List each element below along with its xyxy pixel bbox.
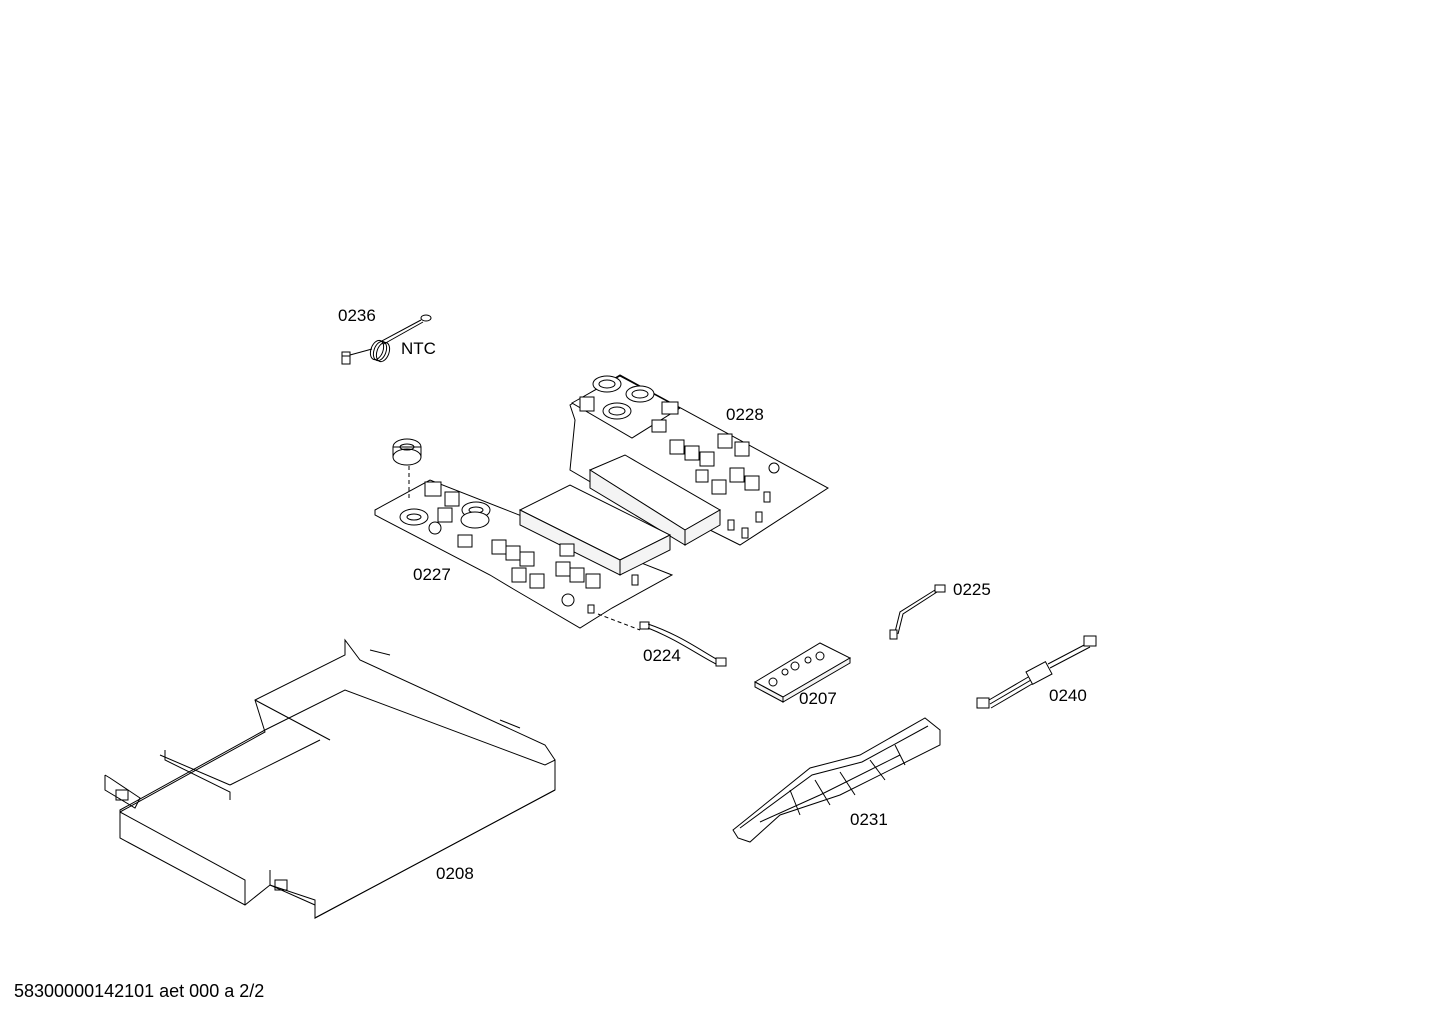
part-number-0231: 0231 [850,810,888,829]
part-number-0224: 0224 [643,646,681,665]
tray-0208[interactable] [104,638,556,919]
control-board-0207[interactable] [753,642,852,703]
ntc-label: NTC [401,339,436,358]
part-number-0208: 0208 [436,864,474,883]
part-number-0236: 0236 [338,306,376,325]
ntc-sensor-part[interactable] [341,314,432,365]
power-board-0228[interactable] [569,374,829,546]
part-number-0227: 0227 [413,565,451,584]
part-number-0240: 0240 [1049,686,1087,705]
document-id: 58300000142101 aet 000 a 2/2 [14,981,265,1001]
part-number-0228: 0228 [726,405,764,424]
bracket-0231[interactable] [732,717,941,843]
cable-0225[interactable] [889,584,946,640]
wire-harness-0240[interactable] [976,635,1097,709]
part-number-0207: 0207 [799,689,837,708]
part-number-0225: 0225 [953,580,991,599]
power-board-0227[interactable] [374,438,674,631]
cable-0224[interactable] [639,621,727,667]
